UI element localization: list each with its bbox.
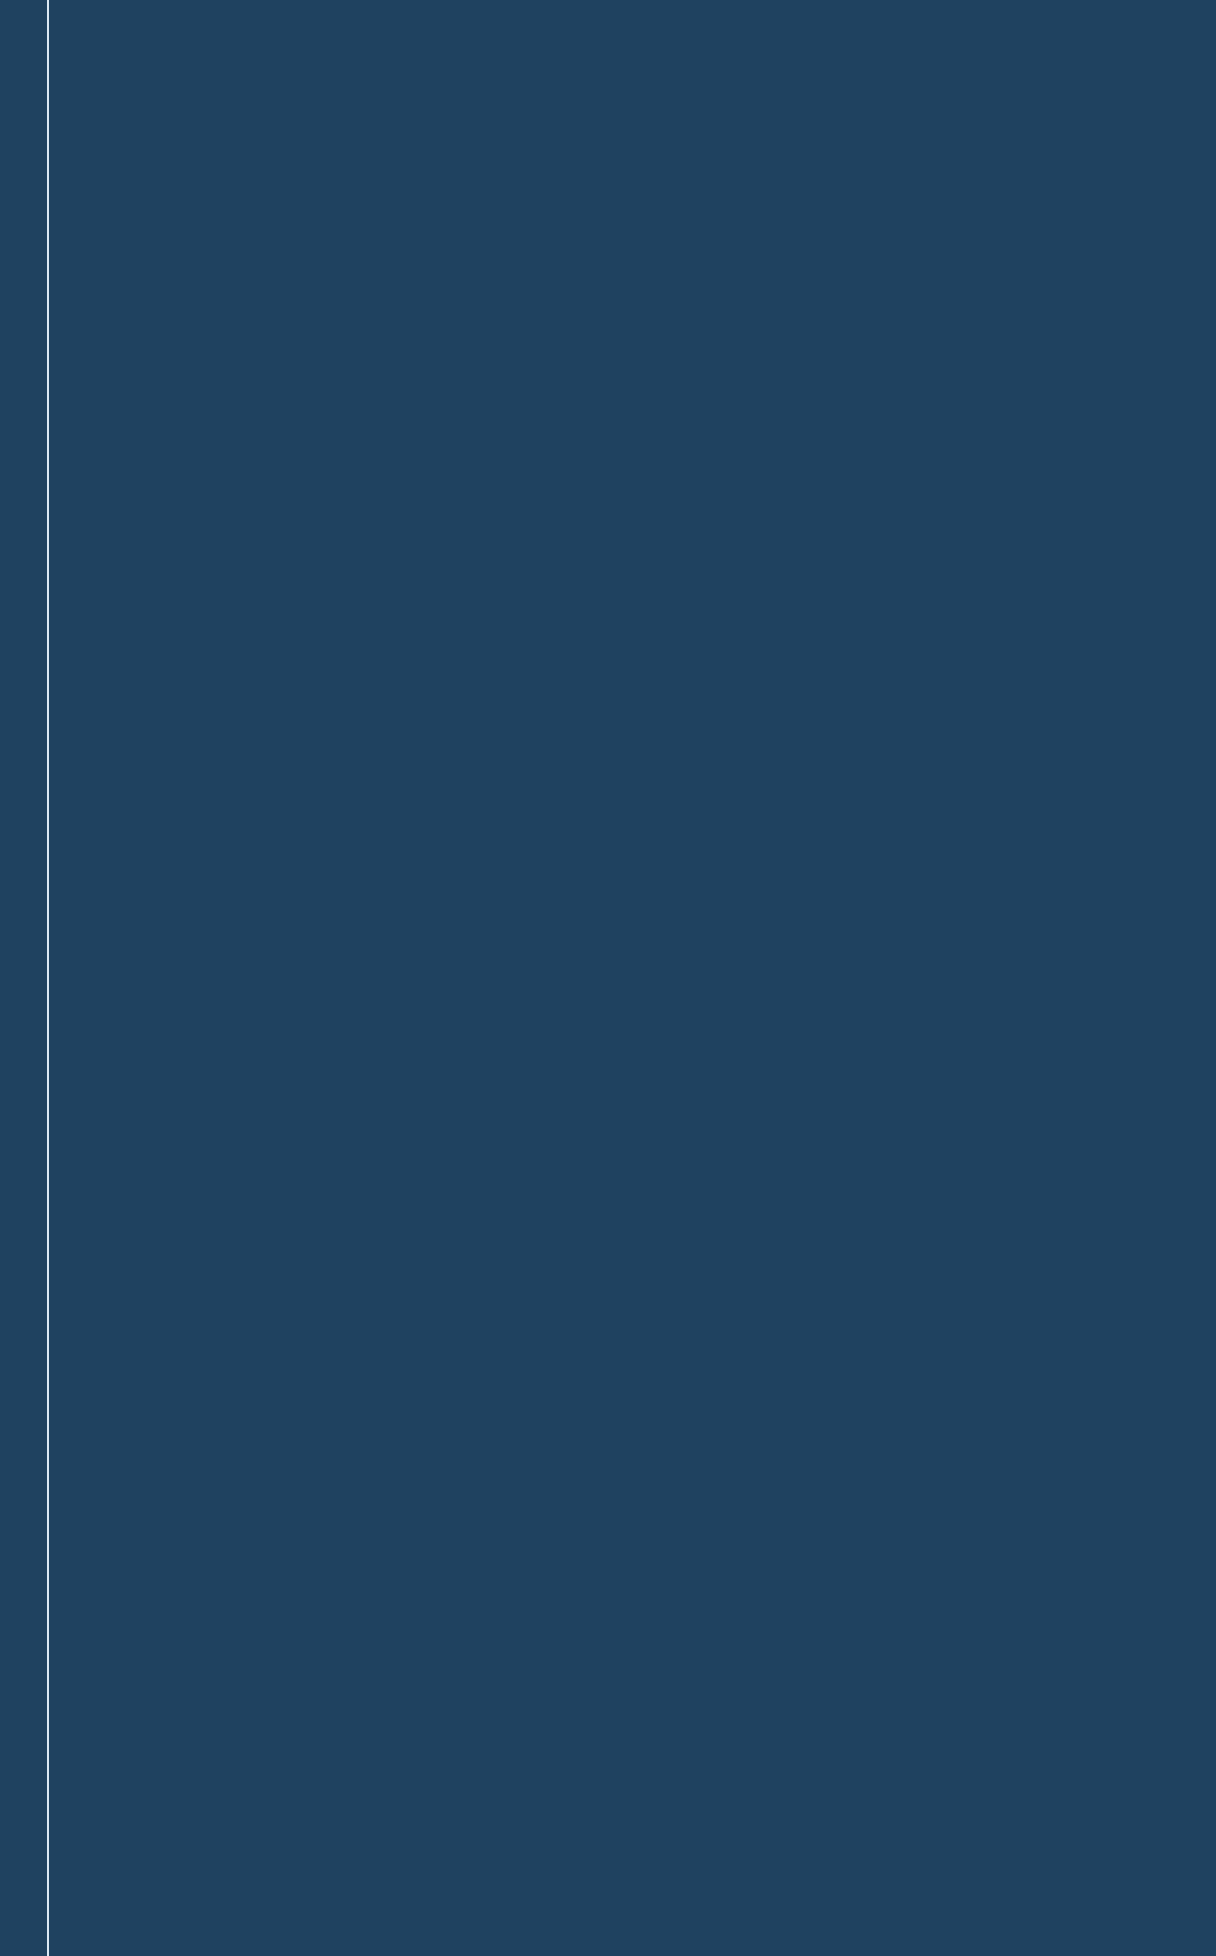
margin-line [47,0,49,1956]
